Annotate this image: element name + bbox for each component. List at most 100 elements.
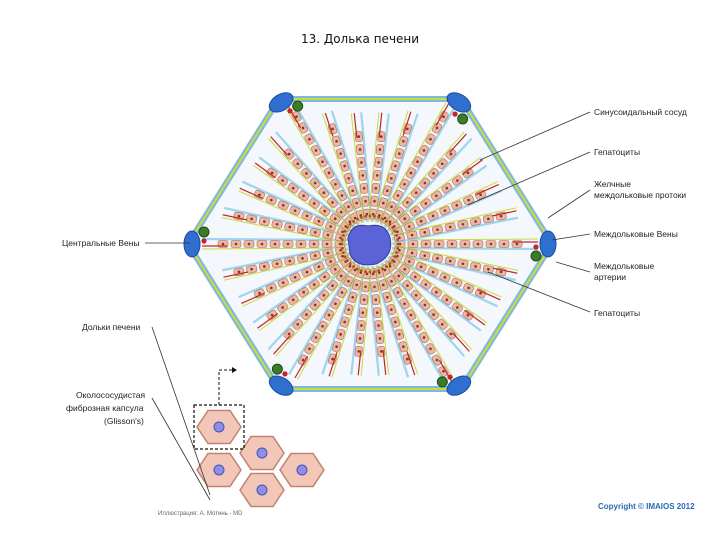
hepatocyte-plate xyxy=(221,243,350,281)
hepatocyte-plate xyxy=(221,206,350,244)
sinusoid-line xyxy=(376,264,447,386)
hepatocyte-nucleus xyxy=(305,270,309,274)
hepatocyte-nucleus xyxy=(263,265,266,268)
hepatocyte-nucleus xyxy=(379,135,383,138)
selection-arrow xyxy=(218,369,232,405)
portal-triad xyxy=(436,374,472,396)
hepatocyte-nucleus xyxy=(314,149,318,152)
hepatocyte-nucleus xyxy=(357,135,361,138)
hepatocyte-nucleus xyxy=(435,126,439,130)
hepatocyte-nucleus xyxy=(237,270,241,274)
hepatocyte-nucleus xyxy=(422,149,426,152)
arteriole xyxy=(491,210,517,217)
perivenous-dot xyxy=(348,222,352,226)
hepatocyte-nucleus xyxy=(260,242,264,246)
portal-triad xyxy=(183,226,210,258)
perivenous-dot xyxy=(355,217,359,221)
hepatocyte-nucleus xyxy=(375,311,379,314)
bile-canaliculus xyxy=(360,266,373,376)
sinusoid-line xyxy=(390,251,517,282)
perivenous-dot xyxy=(385,219,388,223)
perivenous-dot xyxy=(395,251,399,255)
hepatocyte-nucleus xyxy=(456,179,459,182)
hepatocyte-nucleus xyxy=(396,194,400,197)
perivenous-dot xyxy=(396,238,400,242)
hepatocyte-nucleus xyxy=(334,302,337,306)
hepatocyte-nucleus xyxy=(263,220,266,223)
small-central-vein xyxy=(256,484,268,496)
hepatocyte-nucleus xyxy=(275,222,279,226)
hepatocyte-nucleus xyxy=(323,209,326,213)
bile-canaliculus xyxy=(388,181,498,232)
hepatocyte-nucleus xyxy=(275,262,279,266)
hepatocyte-nucleus xyxy=(340,291,344,294)
hepatocyte-nucleus xyxy=(443,209,447,212)
arteriole xyxy=(449,133,467,153)
hepatocyte-nucleus xyxy=(360,161,363,164)
arteriole xyxy=(273,335,291,355)
hepatocyte-plate xyxy=(201,237,349,250)
hepatocyte-nucleus xyxy=(423,181,427,185)
hepatocyte-nucleus xyxy=(343,320,346,324)
hepatocyte-plate xyxy=(268,131,360,231)
bile-canaliculus xyxy=(321,113,360,225)
label-interlobular-arteries-1: Междольковые xyxy=(594,261,655,271)
arteriole xyxy=(492,267,518,274)
hepatocyte-plate xyxy=(371,263,419,378)
hepatocyte-nucleus xyxy=(302,290,305,294)
hepatocyte-nucleus xyxy=(327,171,331,175)
hepatocyte-nucleus xyxy=(353,268,357,272)
hepatocyte-plate xyxy=(381,131,473,232)
hepatocyte-nucleus xyxy=(270,171,274,175)
hepatocyte-nucleus xyxy=(414,209,417,213)
bile-canaliculus xyxy=(331,266,368,378)
hepatocyte-nucleus xyxy=(448,259,452,263)
hepatocyte-nucleus xyxy=(322,191,326,195)
hepatocyte-nucleus xyxy=(414,191,418,195)
hepatocyte-plate xyxy=(288,260,363,380)
hepatocyte-nucleus xyxy=(348,264,352,268)
hepatocyte-plate xyxy=(285,102,364,228)
hepatocyte-plate xyxy=(376,260,455,386)
interlobular-vein xyxy=(268,375,294,396)
hepatocyte-nucleus xyxy=(424,283,428,286)
arteriole xyxy=(402,111,412,136)
perivenous-dot xyxy=(372,214,376,218)
small-lobule xyxy=(239,435,285,471)
hepatocyte-nucleus xyxy=(422,336,426,339)
hepatocyte-nucleus xyxy=(247,242,251,246)
hepatocyte-nucleus xyxy=(348,220,352,224)
hepatocyte-nucleus xyxy=(381,283,385,287)
hepatocyte-nucleus xyxy=(347,279,350,283)
leader-line xyxy=(151,397,211,501)
hepatocyte-nucleus xyxy=(466,171,470,175)
hepatocyte-nucleus xyxy=(431,270,435,274)
hepatocyte-nucleus xyxy=(476,242,480,246)
perivenous-dot xyxy=(341,251,345,255)
hepatocyte-nucleus xyxy=(288,225,292,229)
hepatocyte-plate xyxy=(390,244,519,282)
perivenous-dot xyxy=(368,214,372,218)
hepatocyte-nucleus xyxy=(312,242,316,246)
hepatocyte-nucleus xyxy=(331,357,334,361)
label-lobules: Дольки печени xyxy=(82,322,141,332)
hepatocyte-nucleus xyxy=(386,189,389,193)
hepatocyte-nucleus xyxy=(432,172,435,175)
perivenous-dot xyxy=(388,262,392,266)
bile-canaliculus xyxy=(385,156,482,229)
hepatocyte-nucleus xyxy=(402,345,405,349)
hepatocyte-nucleus xyxy=(429,347,432,351)
interlobular-vein xyxy=(183,230,201,258)
leader-line xyxy=(151,326,211,496)
sinusoid-line xyxy=(201,237,349,242)
bile-duct-node xyxy=(436,376,448,388)
hepatocyte-nucleus xyxy=(270,313,274,317)
label-hepatocytes-top: Гепатоциты xyxy=(594,147,640,157)
hepatocyte-nucleus xyxy=(296,162,300,166)
hepatocyte-nucleus xyxy=(293,276,297,279)
leader-line xyxy=(551,233,591,241)
hepatocyte-nucleus xyxy=(499,214,503,218)
perivenous-dot xyxy=(352,265,355,269)
hepatocyte-nucleus xyxy=(334,182,337,186)
